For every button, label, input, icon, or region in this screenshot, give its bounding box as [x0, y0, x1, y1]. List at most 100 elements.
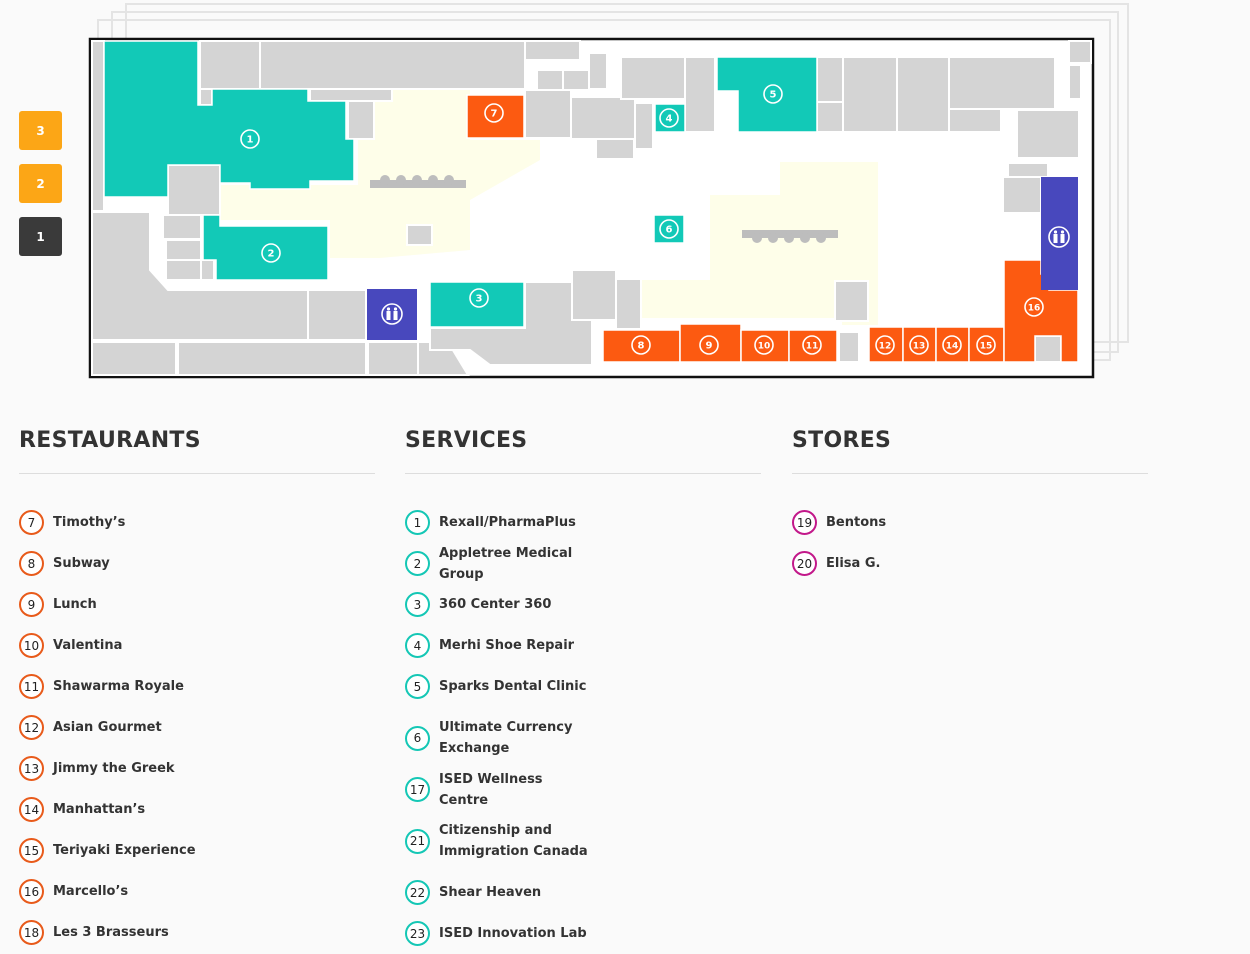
service-units[interactable]: [103, 40, 818, 328]
unit-5: [716, 56, 818, 133]
unit-name-label: 360 Center 360: [439, 597, 552, 612]
unit-name-label: Rexall/PharmaPlus: [439, 515, 576, 530]
stores-list-item[interactable]: 20 Elisa G.: [792, 543, 1148, 584]
unit-name-label: Appletree Medical Group: [439, 545, 573, 582]
unit-number-badge: 1: [405, 510, 430, 535]
unit-7-label: 7: [491, 109, 498, 120]
unit-15-label: 15: [980, 342, 993, 352]
restaurants-list-item[interactable]: 13 Jimmy the Greek: [19, 748, 375, 789]
unit-5-label: 5: [770, 90, 777, 101]
unit-10-label: 10: [758, 342, 771, 352]
unit-4-marker: [659, 108, 679, 128]
unit-3-marker: [469, 288, 489, 308]
services-list-item[interactable]: 3 360 Center 360: [405, 584, 761, 625]
unit-3-label: 3: [476, 294, 483, 305]
unit-number-badge: 6: [405, 725, 430, 751]
section-divider: [405, 473, 761, 474]
unit-3: [429, 281, 525, 328]
unit-6-marker: [659, 219, 679, 239]
unit-name-label: Teriyaki Experience: [53, 843, 196, 858]
unit-number-badge: 12: [19, 715, 44, 740]
services-list-item[interactable]: 5 Sparks Dental Clinic: [405, 666, 761, 707]
washroom-left: [367, 289, 417, 340]
unit-number-badge: 13: [19, 756, 44, 781]
unit-13-marker: [909, 335, 929, 355]
unit-11-label: 11: [806, 342, 819, 352]
unit-6-label: 6: [666, 225, 673, 236]
washroom-icon: [381, 303, 403, 325]
unit-number-badge: 15: [19, 838, 44, 863]
unit-number-badge: 22: [405, 880, 430, 905]
unit-14-marker: [942, 335, 962, 355]
unit-name-label: Jimmy the Greek: [53, 761, 175, 776]
unit-name-label: Shawarma Royale: [53, 679, 184, 694]
washroom-right: [1041, 177, 1078, 290]
stores-heading: STORES: [792, 428, 892, 453]
restaurants-list-item[interactable]: 7 Timothy’s: [19, 502, 375, 543]
unit-7-marker: [484, 103, 504, 123]
unit-14: [935, 326, 970, 363]
unit-number-badge: 10: [19, 633, 44, 658]
services-list-item[interactable]: 1 Rexall/PharmaPlus: [405, 502, 761, 543]
services-list-item[interactable]: 22 Shear Heaven: [405, 872, 761, 913]
unit-9-label: 9: [706, 341, 713, 352]
unit-number-badge: 7: [19, 510, 44, 535]
washrooms: [367, 177, 1078, 340]
floor-3-button[interactable]: 3: [19, 111, 62, 150]
unit-number-badge: 14: [19, 797, 44, 822]
restaurants-list-item[interactable]: 16 Marcello’s: [19, 871, 375, 912]
unit-name-label: Elisa G.: [826, 556, 881, 571]
unit-name-label: Shear Heaven: [439, 885, 542, 900]
floor-1-button[interactable]: 1: [19, 217, 62, 256]
unit-2: [202, 214, 329, 281]
restaurants-list-item[interactable]: 15 Teriyaki Experience: [19, 830, 375, 871]
unit-4-label: 4: [666, 114, 673, 125]
unit-name-label: ISED Wellness Centre: [439, 771, 543, 808]
section-divider: [19, 473, 375, 474]
unit-name-label: Timothy’s: [53, 515, 126, 530]
services-heading: SERVICES: [405, 428, 528, 453]
unit-name-label: Sparks Dental Clinic: [439, 679, 587, 694]
unit-number-badge: 20: [792, 551, 817, 576]
unit-number-badge: 9: [19, 592, 44, 617]
unit-number-badge: 21: [405, 828, 430, 854]
floor-2-button[interactable]: 2: [19, 164, 62, 203]
restaurants-list-item[interactable]: 14 Manhattan’s: [19, 789, 375, 830]
unit-name-label: Subway: [53, 556, 110, 571]
unit-name-label: Les 3 Brasseurs: [53, 925, 169, 940]
unit-8-marker: [631, 335, 651, 355]
seating-glyphs: [370, 175, 838, 243]
unit-16-label: 16: [1028, 304, 1041, 314]
unit-name-label: ISED Innovation Lab: [439, 926, 587, 941]
unit-name-label: Manhattan’s: [53, 802, 146, 817]
unit-16-marker: [1024, 297, 1044, 317]
unit-10-marker: [754, 335, 774, 355]
unit-11-marker: [802, 335, 822, 355]
unit-12-marker: [875, 335, 895, 355]
restaurant-units[interactable]: [466, 94, 1079, 363]
unit-13-label: 13: [913, 342, 926, 352]
unit-13: [902, 326, 937, 363]
unit-number-badge: 16: [19, 879, 44, 904]
unit-name-label: Marcello’s: [53, 884, 129, 899]
unit-number-badge: 3: [405, 592, 430, 617]
unit-number-badge: 5: [405, 674, 430, 699]
